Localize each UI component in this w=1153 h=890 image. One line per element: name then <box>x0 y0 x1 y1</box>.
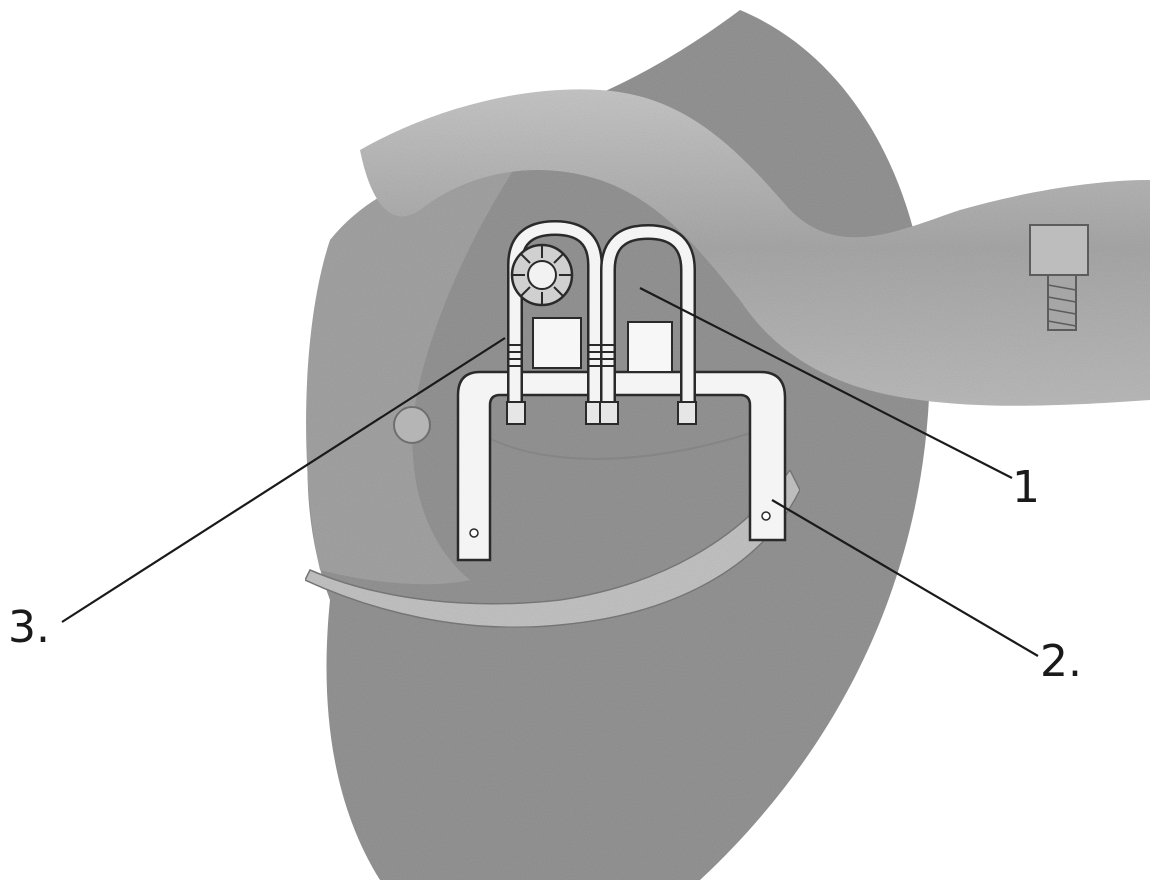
callout-label-3: 3. <box>8 606 50 650</box>
callout-label-1: 1 <box>1012 466 1040 510</box>
bracket-hole-left <box>470 529 478 537</box>
castle-nut <box>512 245 572 305</box>
callout-label-2: 2. <box>1040 640 1082 684</box>
drum-rivet <box>394 407 430 443</box>
bracket-hole-right <box>762 512 770 520</box>
